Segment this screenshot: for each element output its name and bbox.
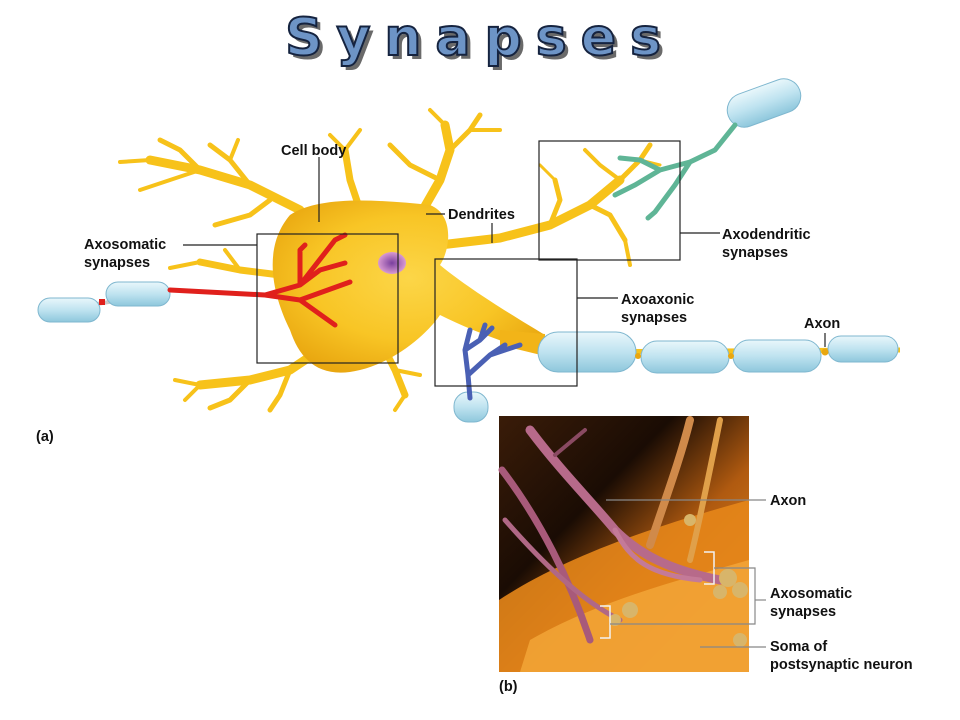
label-axon-a: Axon xyxy=(804,316,840,332)
label-axodendritic-line2: synapses xyxy=(722,245,788,261)
label-axosomatic-line2: synapses xyxy=(84,255,150,271)
panel-b-leader-lines xyxy=(606,499,766,648)
axosomatic-box xyxy=(256,233,399,364)
leader-lines xyxy=(183,157,826,347)
label-cell-body: Cell body xyxy=(281,143,346,159)
axodendritic-terminal xyxy=(612,78,802,221)
panel-b-letter: (b) xyxy=(499,679,518,695)
label-soma-line1: Soma of xyxy=(770,639,827,655)
label-soma-line2: postsynaptic neuron xyxy=(770,657,913,673)
dendrites-group xyxy=(118,108,662,413)
label-axoaxonic-line1: Axoaxonic xyxy=(621,292,694,308)
label-axon-b: Axon xyxy=(770,493,806,509)
label-axoaxonic-line2: synapses xyxy=(621,310,687,326)
neuron-illustration xyxy=(37,78,901,423)
page-title: Synapses xyxy=(284,7,675,69)
axon-hillock xyxy=(500,330,545,356)
panel-a-letter: (a) xyxy=(36,429,54,445)
label-axodendritic-line1: Axodendritic xyxy=(722,227,811,243)
myelinated-axon xyxy=(537,331,901,374)
label-axosomatic-b-line1: Axosomatic xyxy=(770,586,852,602)
nucleus xyxy=(378,252,406,274)
cell-body xyxy=(272,200,545,373)
label-dendrites: Dendrites xyxy=(448,207,515,223)
micrograph xyxy=(498,416,749,672)
axodendritic-box xyxy=(538,140,681,261)
label-axosomatic-b-line2: synapses xyxy=(770,604,836,620)
axoaxonic-box xyxy=(434,258,578,387)
label-axosomatic-line1: Axosomatic xyxy=(84,237,166,253)
axosomatic-terminal xyxy=(37,232,353,328)
callout-boxes xyxy=(256,140,681,387)
node-of-ranvier xyxy=(821,348,829,356)
axoaxonic-terminal xyxy=(453,322,523,423)
